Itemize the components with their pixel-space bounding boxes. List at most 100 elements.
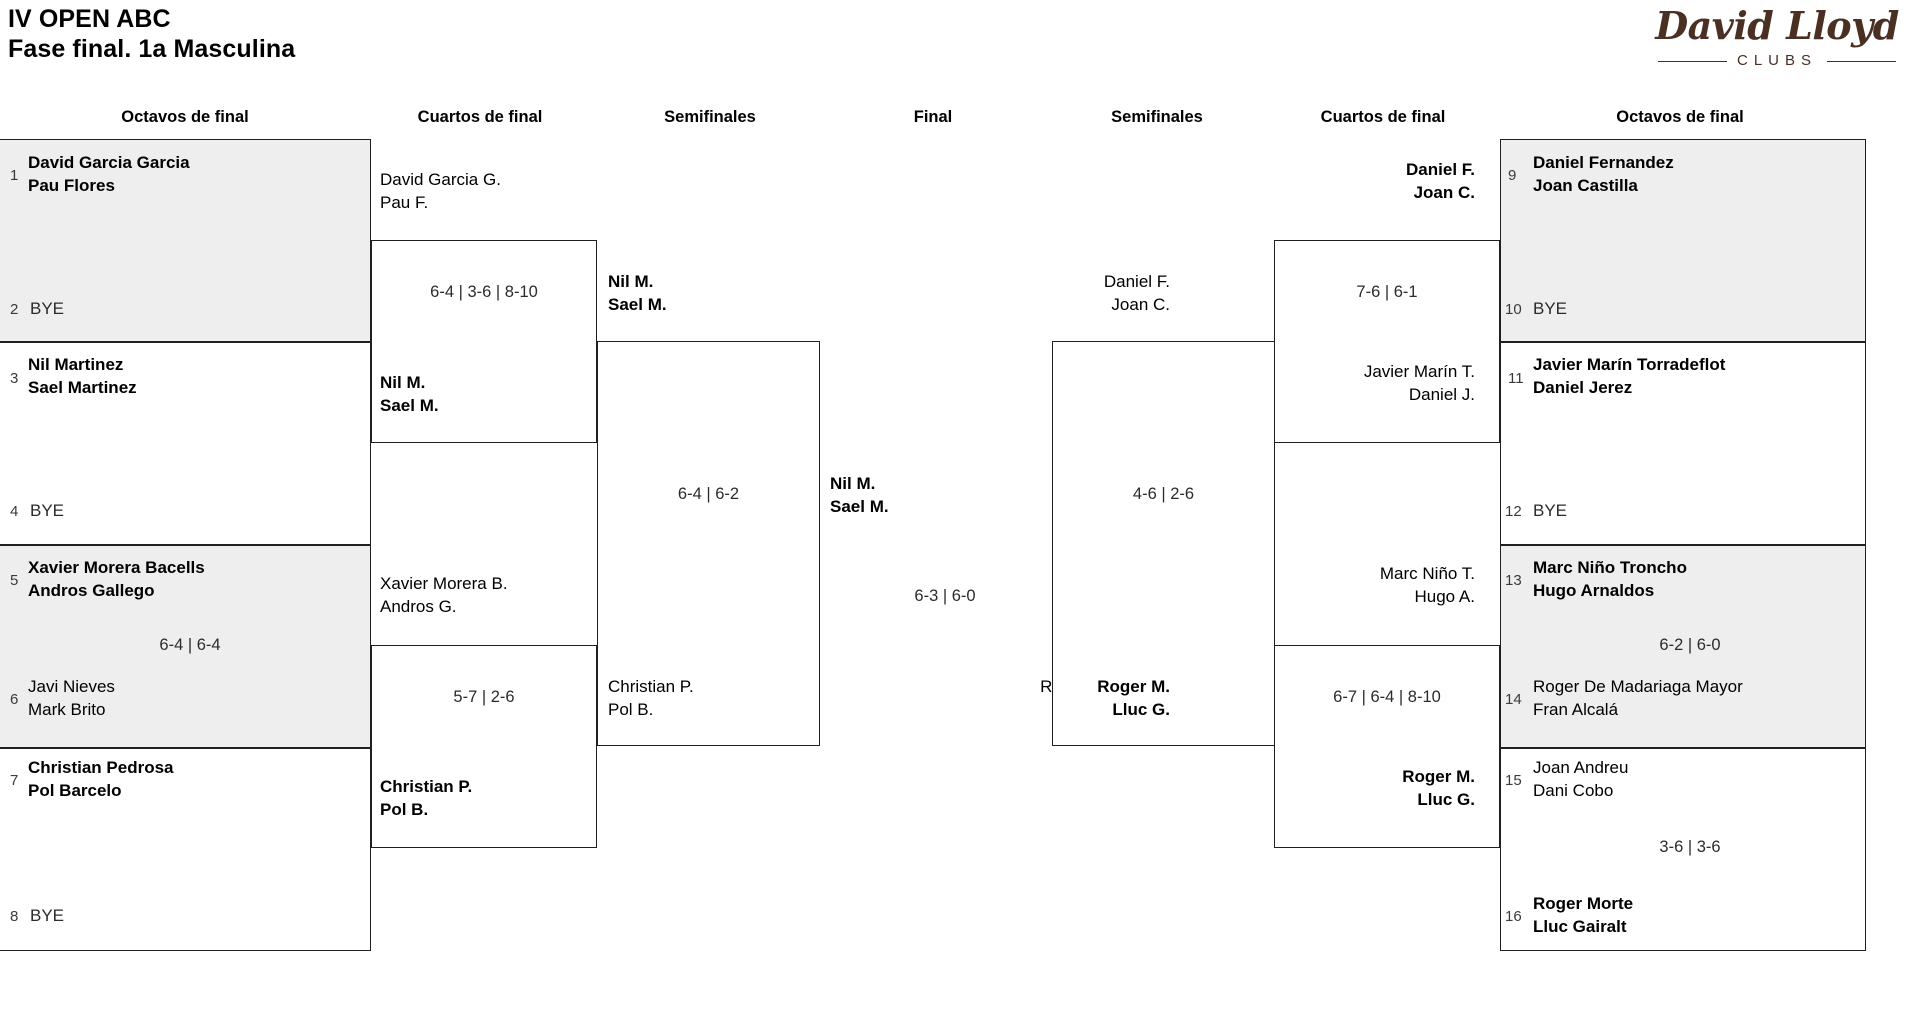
seed-4: 4: [10, 503, 19, 520]
round-header-final: Final: [913, 108, 953, 126]
match-box-5v6[interactable]: [0, 545, 371, 748]
qf-right-3a: Marc Niño T.: [1379, 564, 1475, 583]
qf-right-1-names: Daniel F. Joan C.: [1240, 158, 1475, 204]
qf-right-3-names: Marc Niño T. Hugo A.: [1240, 562, 1475, 608]
player-7a: Christian Pedrosa: [28, 758, 174, 777]
bye-label-2: BYE: [30, 299, 65, 318]
sf-right-1-names: Daniel F. Joan C.: [940, 270, 1170, 316]
tournament-name: IV OPEN ABC: [8, 5, 171, 33]
sf-left-2-names: Christian P. Pol B.: [608, 675, 694, 721]
score-final: 6-3 | 6-0: [914, 587, 976, 605]
player-16b: Lluc Gairalt: [1533, 917, 1627, 936]
score-sf-left: 6-4 | 6-2: [677, 485, 740, 503]
player-names-16: Roger Morte Lluc Gairalt: [1533, 892, 1633, 938]
score-5v6: 6-4 | 6-4: [159, 636, 221, 654]
logo-wordmark: David Lloyd: [1655, 3, 1899, 48]
player-13a: Marc Niño Troncho: [1533, 558, 1687, 577]
score-qf-left-bottom: 5-7 | 2-6: [453, 688, 515, 706]
player-names-3: Nil Martinez Sael Martinez: [28, 353, 137, 399]
player-13b: Hugo Arnaldos: [1533, 581, 1655, 600]
logo-subtitle: CLUBS: [1652, 52, 1902, 69]
qf-right-1a: Daniel F.: [1406, 160, 1475, 179]
round-header-octavos-right: Octavos de final: [1616, 108, 1744, 126]
match-box-11v12[interactable]: [1500, 342, 1866, 545]
player-5a: Xavier Morera Bacells: [28, 558, 205, 577]
match-box-qf-left-top[interactable]: [371, 240, 597, 443]
qf-left-4-names: Christian P. Pol B.: [380, 775, 472, 821]
player-14b: Fran Alcalá: [1533, 700, 1619, 719]
seed-15: 15: [1505, 772, 1522, 789]
seed-8: 8: [10, 908, 19, 925]
player-names-11: Javier Marín Torradeflot Daniel Jerez: [1533, 353, 1725, 399]
seed-2: 2: [10, 301, 19, 318]
match-box-sf-left[interactable]: [597, 341, 820, 746]
match-box-qf-right-bottom[interactable]: [1274, 645, 1500, 848]
qf-right-2b: Daniel J.: [1408, 385, 1475, 404]
round-header-cuartos-left: Cuartos de final: [417, 108, 543, 126]
match-box-13v14[interactable]: [1500, 545, 1866, 748]
player-6b: Mark Brito: [28, 700, 106, 719]
player-names-1: David Garcia Garcia Pau Flores: [28, 151, 190, 197]
match-box-7v8[interactable]: [0, 748, 371, 951]
score-15v16: 3-6 | 3-6: [1659, 838, 1721, 856]
seed-12: 12: [1505, 503, 1522, 520]
player-names-9: Daniel Fernandez Joan Castilla: [1533, 151, 1674, 197]
qf-right-3b: Hugo A.: [1414, 587, 1476, 606]
player-1a: David Garcia Garcia: [28, 153, 190, 172]
player-3b: Sael Martinez: [28, 378, 137, 397]
player-15a: Joan Andreu: [1533, 758, 1629, 777]
player-names-14: Roger De Madariaga Mayor Fran Alcalá: [1533, 675, 1743, 721]
player-14a: Roger De Madariaga Mayor: [1533, 677, 1743, 696]
sf-left-1a: Nil M.: [608, 272, 654, 291]
seed-11: 11: [1508, 370, 1524, 387]
seed-14: 14: [1505, 691, 1522, 708]
seed-3: 3: [10, 370, 19, 387]
match-box-1v2[interactable]: [0, 139, 371, 342]
match-box-qf-right-top[interactable]: [1274, 240, 1500, 443]
qf-left-3-names: Xavier Morera B. Andros G.: [380, 572, 508, 618]
qf-left-3a: Xavier Morera B.: [380, 574, 508, 593]
sf-left-2b: Pol B.: [608, 700, 654, 719]
round-header-octavos-left: Octavos de final: [121, 108, 249, 126]
round-header-semis-right: Semifinales: [1111, 108, 1203, 126]
player-names-6: Javi Nieves Mark Brito: [28, 675, 115, 721]
score-13v14: 6-2 | 6-0: [1659, 636, 1721, 654]
seed-7: 7: [10, 772, 19, 789]
qf-left-4b: Pol B.: [380, 800, 429, 819]
qf-left-1b: Pau F.: [380, 193, 429, 212]
qf-left-4a: Christian P.: [380, 777, 473, 796]
seed-5: 5: [10, 572, 19, 589]
player-7b: Pol Barcelo: [28, 781, 122, 800]
qf-left-1-names: David Garcia G. Pau F.: [380, 168, 501, 214]
match-box-15v16[interactable]: [1500, 748, 1866, 951]
bye-label-10: BYE: [1533, 299, 1568, 318]
sf-right-2a: Roger M.: [1097, 677, 1170, 696]
qf-right-1b: Joan C.: [1413, 183, 1475, 202]
qf-left-2-names: Nil M. Sael M.: [380, 371, 439, 417]
qf-right-4a: Roger M.: [1402, 767, 1475, 786]
tournament-phase: Fase final. 1a Masculina: [8, 35, 296, 63]
qf-left-1a: David Garcia G.: [380, 170, 501, 189]
seed-16: 16: [1505, 908, 1522, 925]
seed-6: 6: [10, 691, 19, 708]
seed-13: 13: [1505, 572, 1522, 589]
score-qf-right-bottom: 6-7 | 6-4 | 8-10: [1333, 688, 1441, 706]
player-9b: Joan Castilla: [1533, 176, 1638, 195]
qf-left-2b: Sael M.: [380, 396, 439, 415]
sf-right-1b: Joan C.: [1111, 295, 1170, 314]
player-names-5: Xavier Morera Bacells Andros Gallego: [28, 556, 205, 602]
match-box-qf-left-bottom[interactable]: [371, 645, 597, 848]
qf-right-2a: Javier Marín T.: [1363, 362, 1475, 381]
seed-9: 9: [1508, 167, 1517, 184]
qf-right-4b: Lluc G.: [1417, 790, 1475, 809]
qf-right-2-names: Javier Marín T. Daniel J.: [1240, 360, 1475, 406]
player-11b: Daniel Jerez: [1533, 378, 1633, 397]
match-box-3v4[interactable]: [0, 342, 371, 545]
sf-left-1-names: Nil M. Sael M.: [608, 270, 667, 316]
finalist-left-names: Nil M. Sael M.: [830, 472, 889, 518]
bye-label-4: BYE: [30, 501, 65, 520]
match-box-sf-right[interactable]: [1052, 341, 1275, 746]
qf-left-2a: Nil M.: [380, 373, 426, 392]
qf-left-3b: Andros G.: [380, 597, 457, 616]
match-box-9v10[interactable]: [1500, 139, 1866, 342]
